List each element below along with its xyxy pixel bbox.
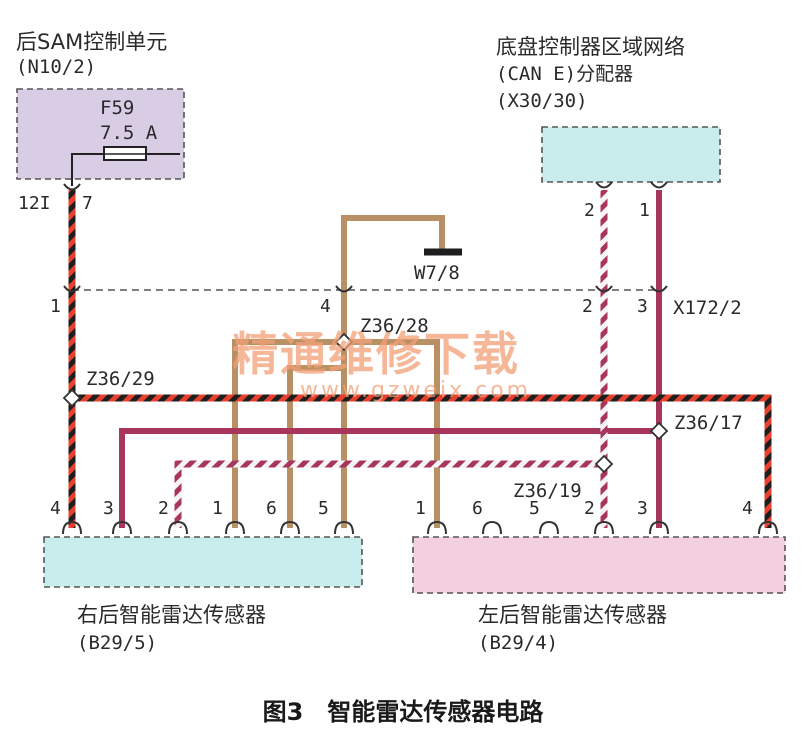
left-sensor-code: (B29/4) <box>478 632 559 654</box>
left-sensor-pin-3: 3 <box>637 498 648 519</box>
left-sensor-pin-6: 6 <box>472 498 483 519</box>
left-sensor-pin-2: 2 <box>584 498 595 519</box>
terminal-pins <box>62 181 778 535</box>
right-sensor-pin-3: 3 <box>103 498 114 519</box>
ground-w78-wire <box>341 215 445 300</box>
watermark-text: 精通维修下载 <box>232 327 520 381</box>
watermark-url: www.gzweix.com <box>300 378 532 403</box>
fuse-rating: 7.5 A <box>100 122 158 144</box>
splice-z36-19-label: Z36/19 <box>513 480 582 502</box>
x172-pin-3: 3 <box>637 296 648 317</box>
power-wires <box>68 190 772 528</box>
splice-z36-19 <box>594 454 614 474</box>
right-sensor-pin-5: 5 <box>318 498 329 519</box>
left-sensor-pin-5: 5 <box>529 498 540 519</box>
rear-sam-connector: 12I <box>18 193 51 214</box>
splice-z36-28 <box>334 332 354 352</box>
rear-sam-code: (N10/2) <box>16 56 97 78</box>
figure-caption: 图3 智能雷达传感器电路 <box>262 698 544 726</box>
ground-label: W7/8 <box>414 262 460 284</box>
right-sensor-pin-6: 6 <box>266 498 277 519</box>
fuse-f59-icon <box>71 146 180 186</box>
splice-z36-28-label: Z36/28 <box>360 315 429 337</box>
can-pin-2: 2 <box>584 200 595 221</box>
fuse-label: F59 <box>100 97 135 119</box>
can-pin-1: 1 <box>639 200 650 221</box>
splice-points <box>62 332 669 474</box>
right-sensor-code: (B29/5) <box>77 632 158 654</box>
x172-label: X172/2 <box>673 297 742 319</box>
left-sensor-pin-4: 4 <box>742 498 753 519</box>
chassis-can-name: 底盘控制器区域网络 <box>496 35 685 59</box>
violet-wires <box>119 190 662 528</box>
right-sensor-name: 右后智能雷达传感器 <box>77 603 266 627</box>
splice-z36-29-label: Z36/29 <box>86 368 155 390</box>
x172-pin-2: 2 <box>582 296 593 317</box>
chassis-can-name2: (CAN E)分配器 <box>496 63 634 85</box>
left-sensor-name: 左后智能雷达传感器 <box>478 603 667 627</box>
left-sensor-pin-1: 1 <box>415 498 426 519</box>
left-rear-radar-sensor <box>412 536 786 594</box>
right-sensor-pin-2: 2 <box>158 498 169 519</box>
rear-sam-name: 后SAM控制单元 <box>16 30 168 54</box>
x172-pin-1: 1 <box>50 296 61 317</box>
splice-z36-29 <box>62 388 82 408</box>
right-sensor-pin-4: 4 <box>50 498 61 519</box>
chassis-can-code: (X30/30) <box>496 90 588 112</box>
chassis-can-distributor <box>541 126 721 183</box>
rear-sam-module <box>16 88 185 180</box>
x172-pin-4: 4 <box>320 296 331 317</box>
rear-sam-pin: 7 <box>82 193 93 214</box>
splice-z36-17-label: Z36/17 <box>674 412 743 434</box>
right-rear-radar-sensor <box>43 536 363 588</box>
splice-z36-17 <box>649 421 669 441</box>
right-sensor-pin-1: 1 <box>212 498 223 519</box>
